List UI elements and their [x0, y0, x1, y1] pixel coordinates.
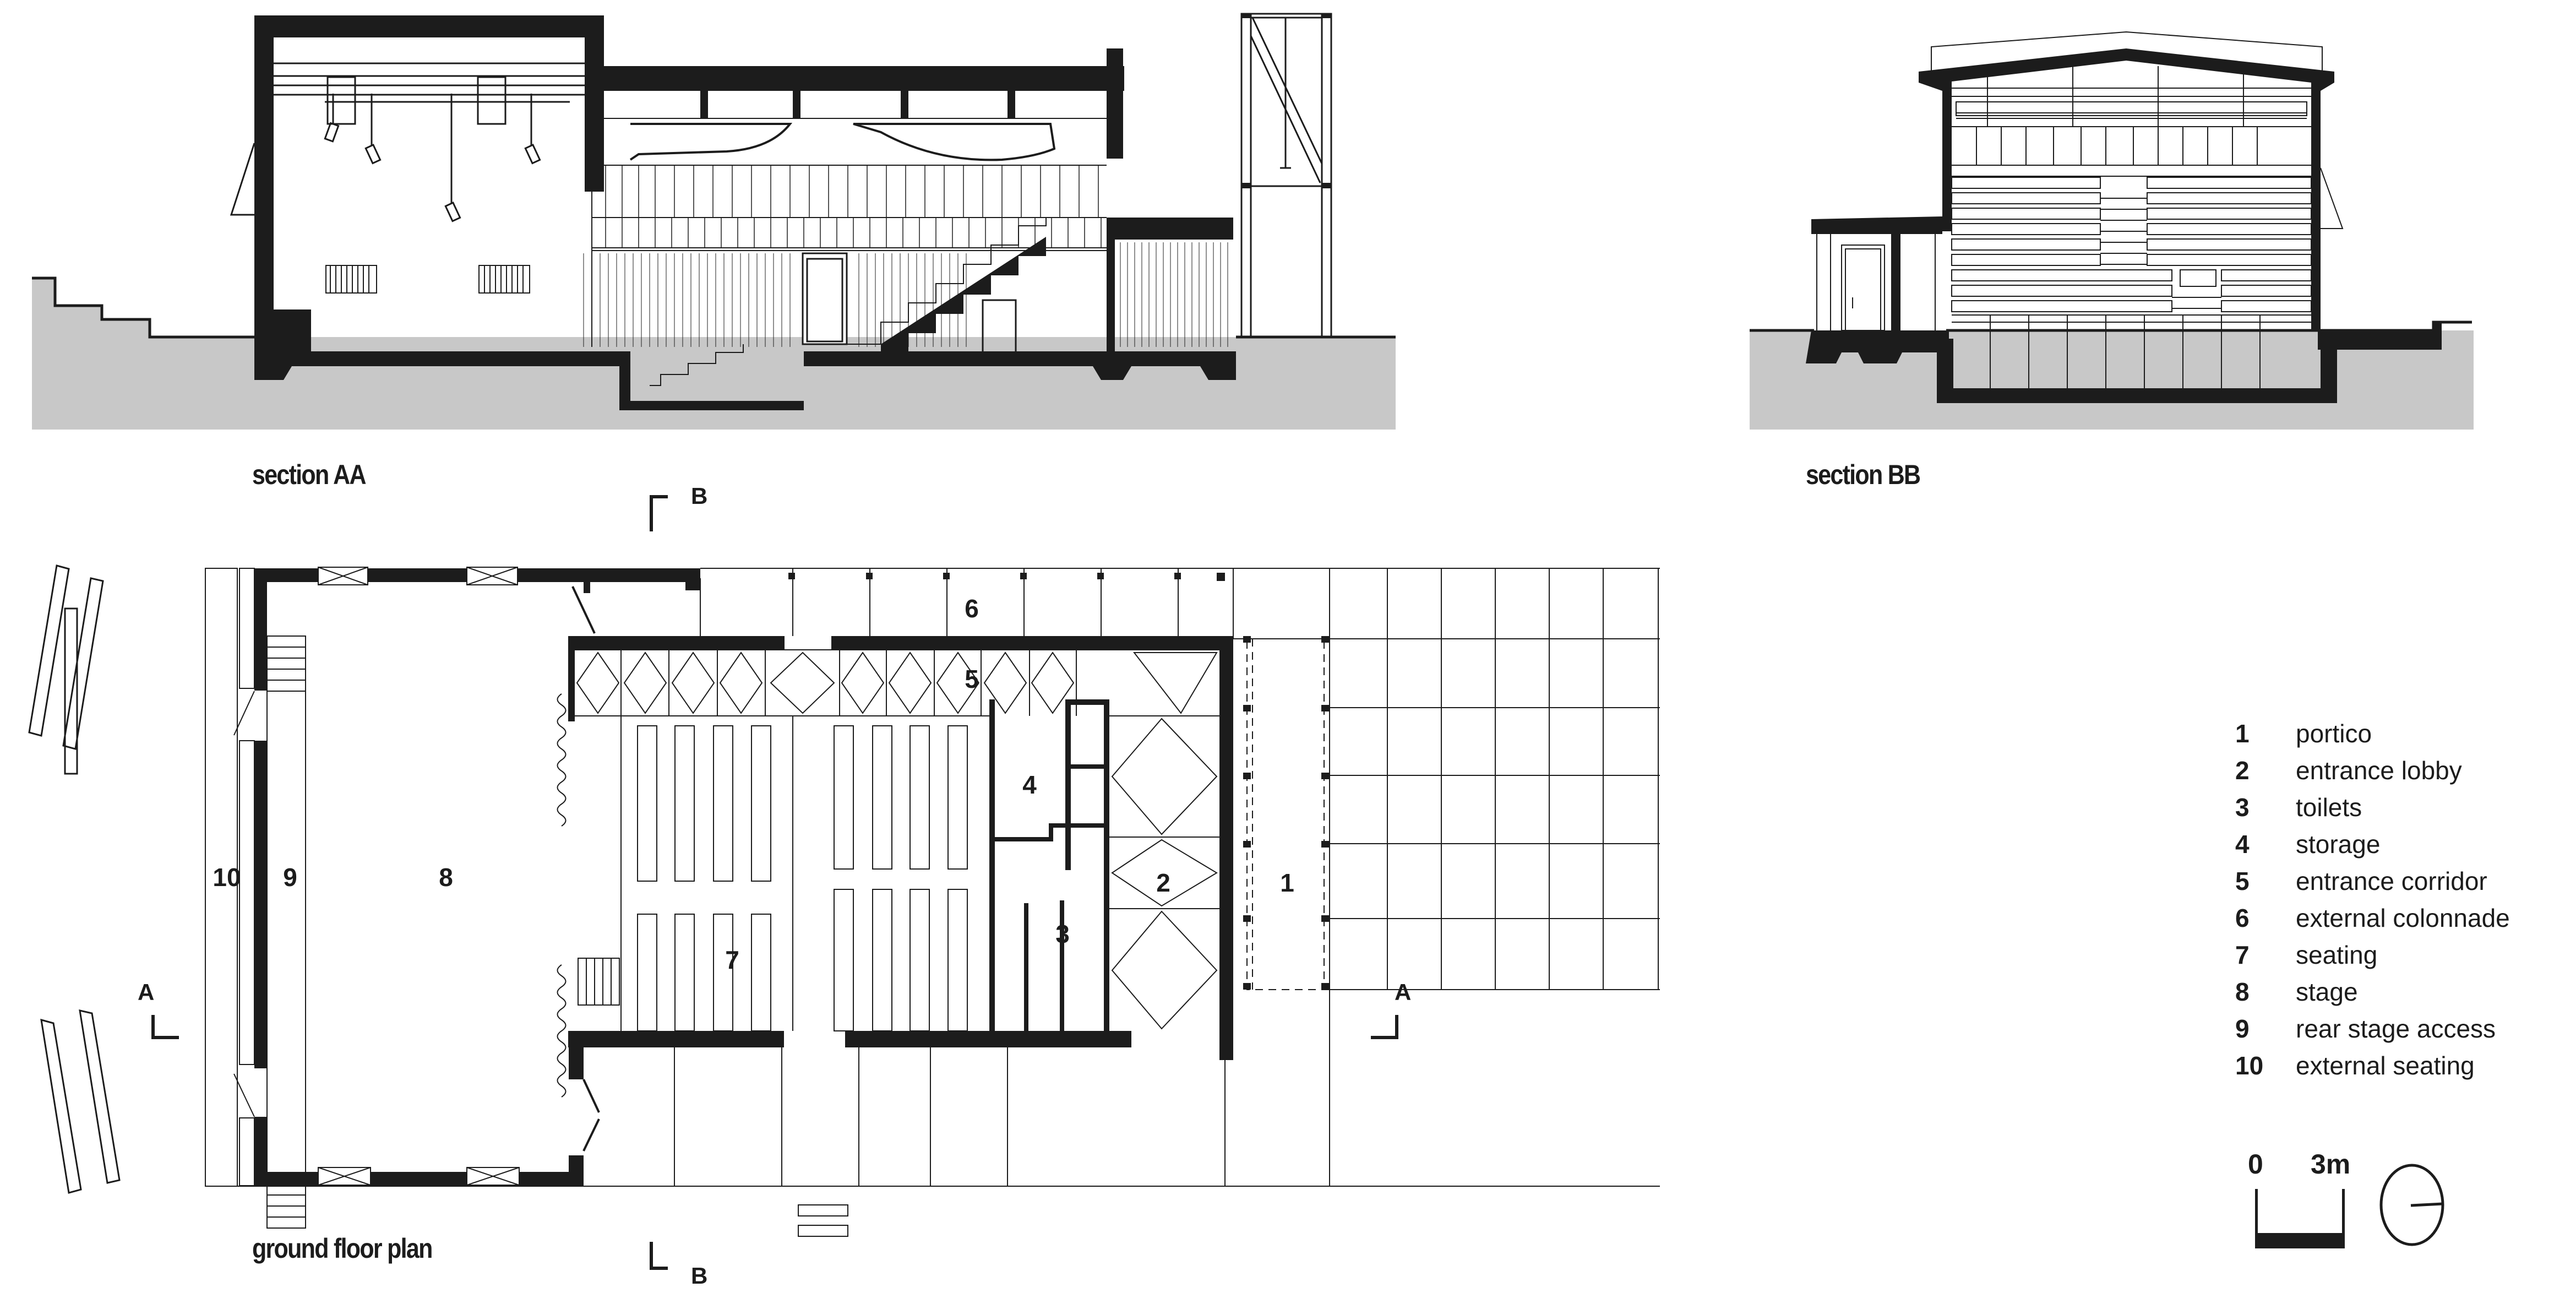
legend-number: 9 [2235, 1014, 2250, 1043]
ground-floor-plan-title: ground floor plan [252, 1233, 433, 1264]
scale-bar-end-label: 3m [2311, 1149, 2351, 1180]
legend-number: 6 [2235, 904, 2250, 932]
section-marker-a-right: A [1395, 979, 1412, 1005]
legend-label: toilets [2296, 793, 2362, 822]
legend-label: external colonnade [2296, 904, 2510, 932]
legend-item: 3 toilets [2235, 792, 2510, 829]
room-number-6: 6 [965, 594, 979, 623]
legend-item: 2 entrance lobby [2235, 756, 2510, 792]
section-bb-title: section BB [1806, 459, 1921, 490]
legend-number: 4 [2235, 830, 2250, 859]
room-number-5: 5 [965, 665, 979, 693]
legend-label: seating [2296, 941, 2378, 969]
room-number-1: 1 [1280, 868, 1294, 897]
legend-number: 5 [2235, 867, 2250, 895]
legend-number: 10 [2235, 1051, 2264, 1080]
section-bb-drawing [1750, 31, 2474, 430]
room-number-10: 10 [213, 863, 241, 892]
scale-bar [2255, 1189, 2345, 1248]
section-marker-b-top: B [691, 483, 708, 509]
ground-floor-plan-drawing [28, 564, 1660, 1237]
legend-number: 2 [2235, 756, 2250, 785]
legend-item: 9 rear stage access [2235, 1014, 2510, 1051]
legend-label: entrance lobby [2296, 756, 2462, 785]
legend-label: entrance corridor [2296, 867, 2487, 895]
legend-label: stage [2296, 977, 2358, 1006]
section-aa-title: section AA [252, 459, 367, 490]
legend-item: 1 portico [2235, 719, 2510, 756]
legend-number: 1 [2235, 719, 2250, 748]
legend-item: 4 storage [2235, 829, 2510, 866]
room-number-8: 8 [439, 863, 453, 892]
room-number-7: 7 [725, 946, 739, 974]
section-cut-markers [151, 495, 1398, 1270]
section-marker-b-bottom: B [691, 1263, 708, 1289]
legend-number: 7 [2235, 941, 2250, 969]
legend-item: 8 stage [2235, 977, 2510, 1014]
north-arrow-icon [2379, 1164, 2444, 1246]
legend-item: 6 external colonnade [2235, 903, 2510, 940]
room-number-3: 3 [1055, 920, 1070, 948]
legend-item: 5 entrance corridor [2235, 866, 2510, 903]
legend-label: rear stage access [2296, 1014, 2496, 1043]
legend-item: 7 seating [2235, 940, 2510, 977]
section-marker-a-left: A [138, 979, 155, 1005]
section-aa-drawing [32, 13, 1396, 430]
legend-item: 10 external seating [2235, 1051, 2510, 1088]
legend-label: storage [2296, 830, 2381, 859]
scale-bar-start-label: 0 [2248, 1149, 2263, 1180]
legend-number: 8 [2235, 977, 2250, 1006]
legend-number: 3 [2235, 793, 2250, 822]
room-number-9: 9 [283, 863, 297, 892]
room-legend: 1 portico 2 entrance lobby 3 toilets 4 stora… [2235, 719, 2510, 1088]
room-number-4: 4 [1022, 770, 1037, 799]
portico-frame [1240, 13, 1332, 339]
legend-label: external seating [2296, 1051, 2475, 1080]
room-number-2: 2 [1156, 868, 1170, 897]
legend-label: portico [2296, 719, 2372, 748]
